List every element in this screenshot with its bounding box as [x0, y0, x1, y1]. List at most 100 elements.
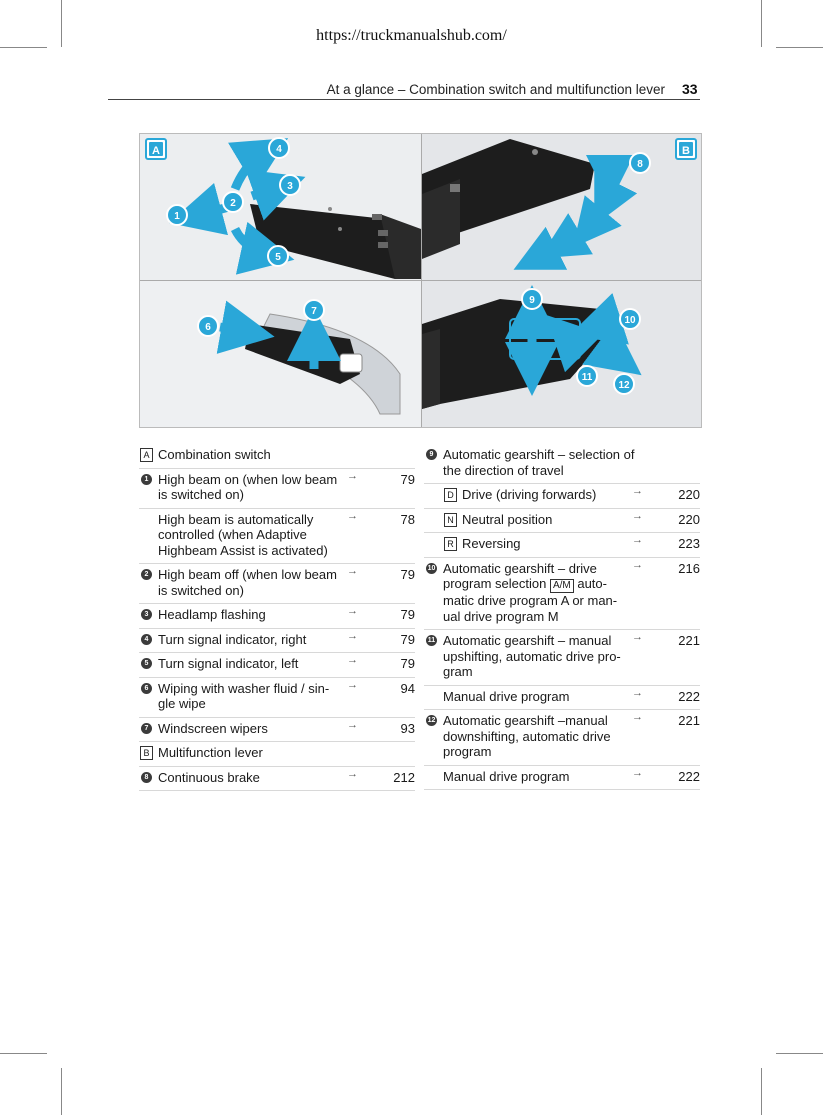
- marker-circle: 1: [141, 473, 152, 485]
- page-reference[interactable]: 222: [678, 688, 700, 704]
- marker-box: B: [140, 746, 153, 760]
- legend-text: Reversing: [462, 536, 521, 551]
- marker-circle: 10: [426, 562, 437, 574]
- page-reference[interactable]: 79: [400, 656, 415, 671]
- legend-row: D Drive (driving forwards) → 220: [424, 484, 700, 509]
- arrow-icon: →: [632, 631, 643, 643]
- page-header-title: At a glance – Combination switch and mul…: [326, 82, 665, 97]
- legend-row: R Reversing → 223: [424, 533, 700, 558]
- crop-mark: [0, 47, 47, 48]
- legend-row: 8 Continuous brake → 212: [139, 767, 415, 791]
- callout-11: 11: [576, 365, 598, 387]
- legend-row: 11 Automatic gearshift – manual upshifti…: [424, 630, 700, 686]
- legend-text-part: Automatic gearshift – drive program sele…: [443, 560, 597, 592]
- callout-10: 10: [619, 308, 641, 330]
- arrow-icon: →: [632, 509, 643, 522]
- legend-text: Windscreen wipers: [158, 720, 268, 736]
- svg-text:9: 9: [529, 295, 535, 306]
- arrow-icon: →: [347, 629, 358, 642]
- legend-text: Headlamp flashing: [158, 607, 266, 622]
- panel-label-b: B: [675, 138, 697, 160]
- legend-row: 3 Headlamp flashing → 79: [139, 604, 415, 629]
- legend-text: Combination switch: [158, 447, 271, 462]
- marker-box: R: [444, 537, 457, 551]
- legend-text: Automatic gearshift – selection of the d…: [443, 447, 635, 478]
- legend-row: Manual drive program → 222: [424, 766, 700, 790]
- svg-text:4: 4: [276, 144, 282, 155]
- legend-row: 6 Wiping with washer fluid / sin-gle wip…: [139, 678, 415, 718]
- legend-text: Automatic gearshift –manual downshifting…: [443, 713, 611, 759]
- crop-mark: [761, 1068, 762, 1115]
- legend-text-part: auto-matic drive program A or man-ual dr…: [443, 576, 618, 624]
- legend-text: Neutral position: [462, 511, 553, 527]
- page-reference[interactable]: 93: [400, 720, 415, 736]
- svg-text:11: 11: [582, 372, 593, 383]
- callout-1: 1: [166, 204, 188, 226]
- legend-text: Automatic gearshift – drive program sele…: [443, 561, 623, 625]
- legend-row: 1 High beam on (when low beam is switche…: [139, 469, 415, 509]
- page-reference[interactable]: 79: [400, 607, 415, 622]
- page-reference[interactable]: 216: [678, 560, 700, 576]
- callout-12: 12: [613, 373, 635, 395]
- crop-mark: [761, 0, 762, 47]
- arrow-icon: →: [347, 678, 358, 691]
- multifunction-lever: [422, 139, 595, 259]
- page-reference[interactable]: 221: [678, 713, 700, 728]
- legend-row: 9 Automatic gearshift – selection of the…: [424, 444, 700, 484]
- arrow-icon: →: [347, 509, 358, 522]
- marker-circle: 11: [426, 635, 437, 646]
- page-reference[interactable]: 220: [678, 487, 700, 502]
- legend-text: High beam off (when low beam is switched…: [158, 567, 337, 598]
- marker-circle: 12: [426, 715, 437, 726]
- legend-row: 12 Automatic gearshift –manual downshift…: [424, 710, 700, 766]
- arrow-icon: →: [347, 605, 358, 617]
- marker-circle: 8: [141, 771, 152, 783]
- svg-text:6: 6: [205, 322, 211, 333]
- marker-box: D: [444, 488, 457, 502]
- crop-mark: [61, 0, 62, 47]
- header-rule: [108, 99, 700, 100]
- marker-circle: 4: [141, 633, 152, 645]
- page-reference[interactable]: 78: [400, 511, 415, 527]
- watermark-url[interactable]: https://truckmanualshub.com/: [316, 27, 507, 44]
- page-reference[interactable]: 222: [678, 768, 700, 784]
- legend-left-column: A Combination switch 1 High beam on (whe…: [139, 444, 415, 791]
- svg-text:10: 10: [624, 315, 636, 326]
- lever-illustration: A B 1 2 3 4 5 6 7 8 9 10 11 12: [139, 133, 702, 428]
- crop-mark: [776, 1053, 823, 1054]
- page-reference[interactable]: 221: [678, 633, 700, 648]
- page-reference[interactable]: 94: [400, 680, 415, 696]
- page-number: 33: [682, 81, 698, 97]
- page-reference[interactable]: 79: [400, 471, 415, 487]
- page-reference[interactable]: 223: [678, 536, 700, 551]
- crop-mark: [0, 1053, 47, 1054]
- arrow-icon: →: [632, 766, 643, 779]
- marker-box: A: [140, 448, 153, 462]
- arrow-icon: →: [347, 767, 358, 780]
- legend-row: A Combination switch: [139, 444, 415, 469]
- marker-box: N: [444, 512, 457, 527]
- legend-text: Multifunction lever: [158, 745, 263, 760]
- legend-text: Automatic gearshift – manual upshifting,…: [443, 633, 621, 679]
- legend-text: Turn signal indicator, right: [158, 631, 307, 647]
- crop-mark: [61, 1068, 62, 1115]
- page-reference[interactable]: 79: [400, 631, 415, 647]
- page-reference[interactable]: 212: [393, 769, 415, 785]
- arrow-icon: →: [347, 469, 358, 482]
- svg-text:B: B: [682, 145, 690, 157]
- legend-text: Wiping with washer fluid / sin-gle wipe: [158, 680, 330, 712]
- legend-row: High beam is automatically controlled (w…: [139, 509, 415, 564]
- callout-4: 4: [268, 137, 290, 159]
- drive-program-key: A/M: [549, 579, 574, 593]
- arrow-icon: →: [632, 686, 643, 699]
- callout-7: 7: [303, 299, 325, 321]
- marker-circle: 5: [141, 658, 152, 669]
- arrow-icon: →: [632, 534, 643, 546]
- page-reference[interactable]: 79: [400, 567, 415, 582]
- callout-3: 3: [279, 174, 301, 196]
- arrow-icon: →: [632, 485, 643, 497]
- page-reference[interactable]: 220: [678, 511, 700, 527]
- marker-circle: 6: [141, 682, 152, 694]
- arrow-icon: →: [347, 718, 358, 731]
- svg-text:3: 3: [287, 181, 293, 192]
